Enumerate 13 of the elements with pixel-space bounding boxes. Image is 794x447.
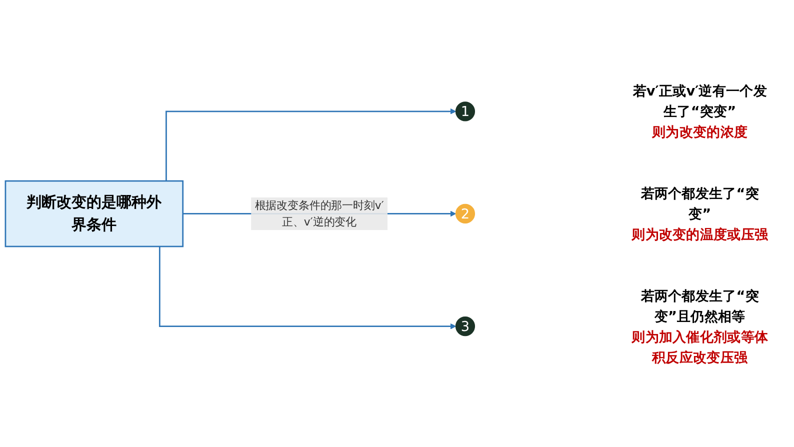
node-label: 则为改变的温度或压强: [632, 226, 768, 242]
edge-label: 根据改变条件的那一时刻v′正、v′逆的变化: [254, 198, 384, 228]
node-label: 若两个都发生了“突变”: [640, 184, 759, 222]
arrow: [158, 246, 456, 329]
node-label: 若两个都发生了“突变”且仍然相等: [640, 286, 759, 324]
node-label: 则为加入催化剂或等体积反应改变压强: [632, 328, 768, 365]
node-label: 则为改变的浓度: [652, 123, 748, 140]
node-circle: 3: [455, 316, 476, 336]
arrow: [166, 108, 456, 181]
node-circle: 1: [455, 101, 476, 121]
node-circle: 2: [455, 203, 476, 224]
node-label: 若v′正或v′逆有一个发生了“突变”: [632, 82, 767, 120]
node-box: 判断改变的是哪种外界条件: [4, 180, 184, 247]
